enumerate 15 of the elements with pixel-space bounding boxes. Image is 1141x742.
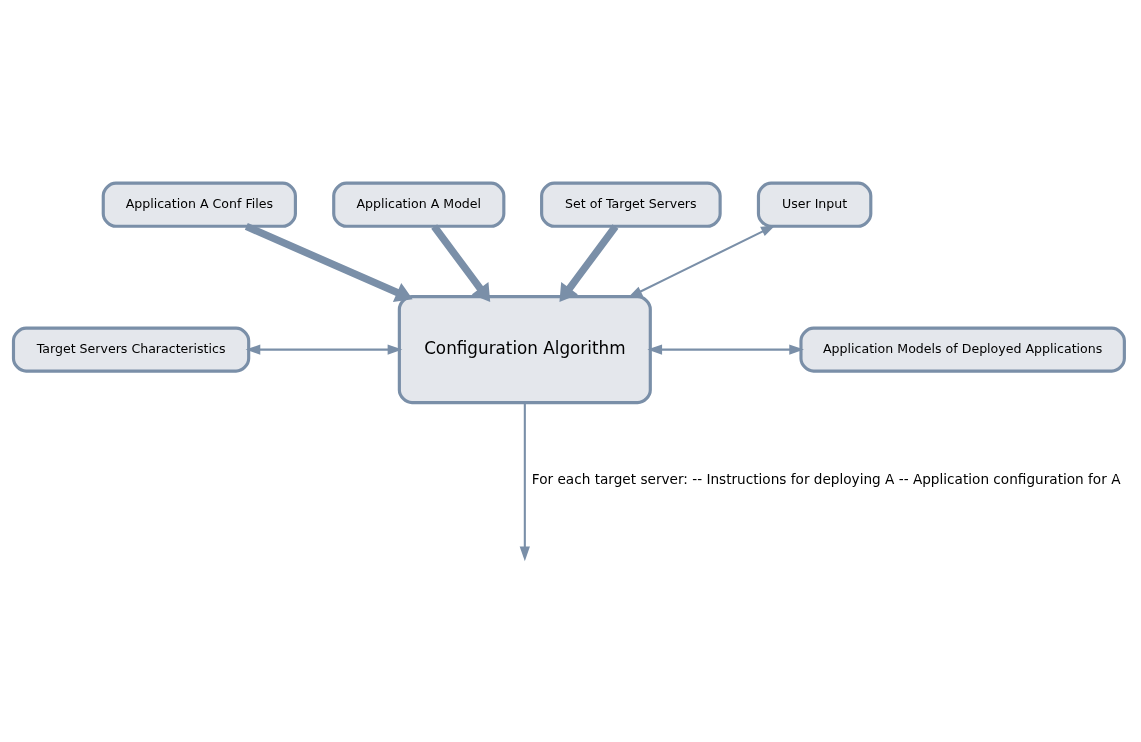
node-box: Application A Model xyxy=(332,181,506,228)
arrow xyxy=(244,223,413,303)
node-box: User Input xyxy=(756,181,873,228)
edge-label: For each target server: -- Instructions for deploying A -- Application configuration for A xyxy=(531,470,1121,487)
node-box: Application A Conf Files xyxy=(101,181,297,228)
node-box: Configuration Algorithm xyxy=(397,295,652,405)
arrow xyxy=(559,224,619,302)
node-box: Target Servers Characteristics xyxy=(11,326,251,373)
arrow xyxy=(431,224,491,302)
arrow xyxy=(647,344,804,355)
arrow xyxy=(245,344,403,355)
arrow xyxy=(519,402,530,562)
arrow xyxy=(627,225,776,298)
node-box: Set of Target Servers xyxy=(540,181,722,228)
node-box: Application Models of Deployed Applications xyxy=(799,326,1126,373)
